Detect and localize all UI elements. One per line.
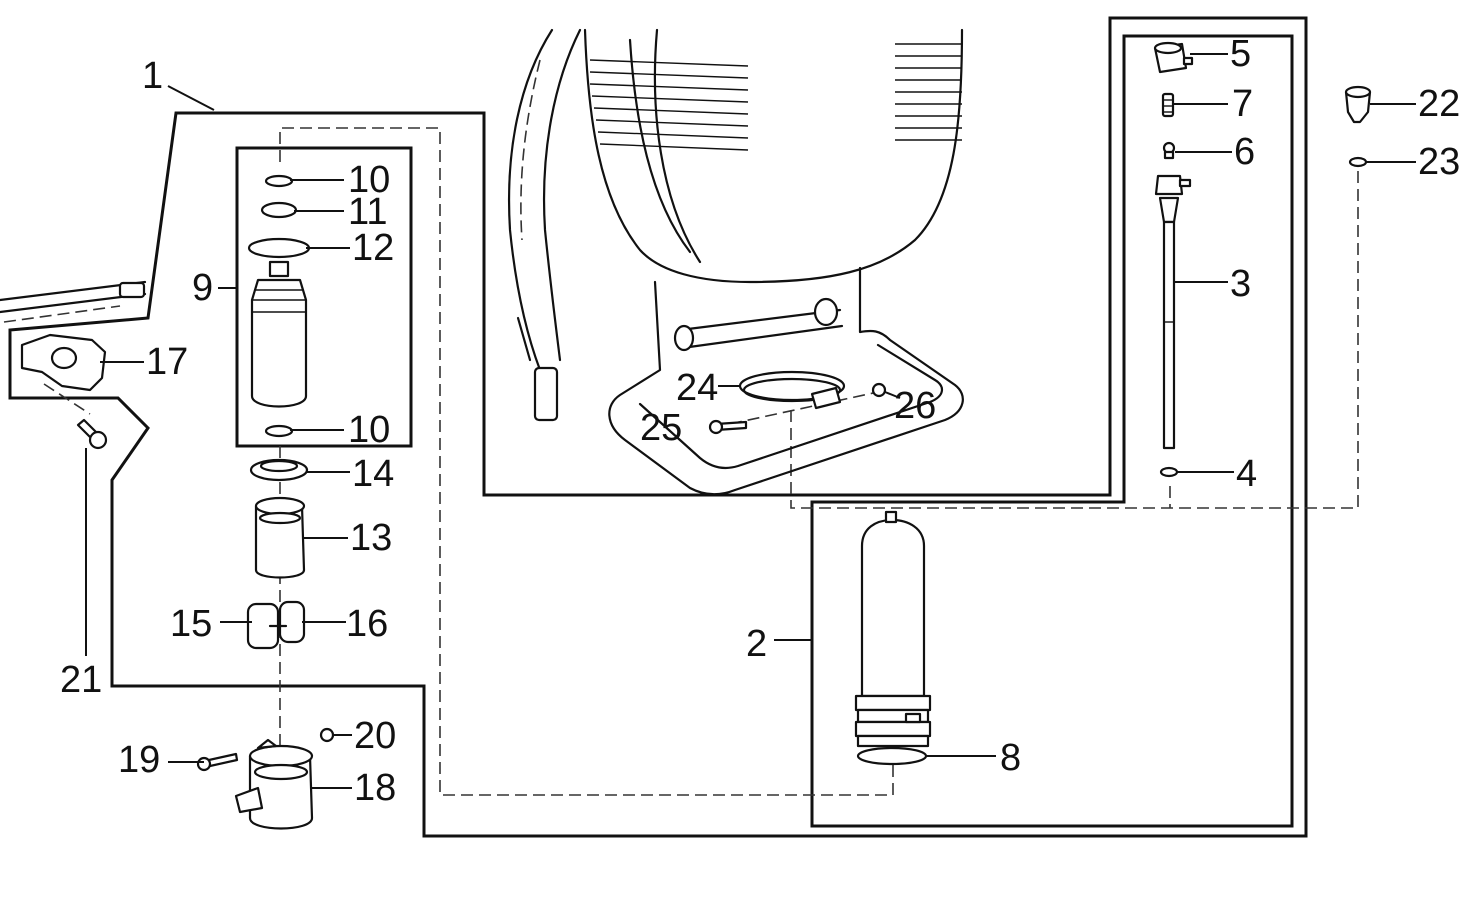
callout-2: 2 bbox=[746, 623, 767, 665]
part-13-cup bbox=[254, 496, 306, 579]
part-3-dip-tube bbox=[1154, 174, 1192, 450]
callout-16: 16 bbox=[346, 603, 388, 645]
callout-21: 21 bbox=[60, 659, 102, 701]
part-6-ball-valve bbox=[1162, 141, 1176, 160]
part-7-spring bbox=[1161, 92, 1175, 118]
part-23-o-ring bbox=[1348, 156, 1368, 168]
part-26-nut bbox=[871, 382, 887, 398]
part-20-nut bbox=[319, 727, 335, 743]
part-9-pump-cylinder bbox=[250, 260, 308, 408]
callout-14: 14 bbox=[352, 453, 394, 495]
sprayer-tank-illustration bbox=[507, 28, 964, 496]
part-8-o-ring bbox=[856, 746, 928, 766]
assembly-line-clamp bbox=[729, 391, 879, 425]
callout-6: 6 bbox=[1234, 131, 1255, 173]
assembly-line-handle bbox=[43, 383, 91, 415]
assembly-line-tank bbox=[790, 168, 1359, 509]
part-10-washer-bottom bbox=[264, 424, 294, 438]
group-frame-9 bbox=[235, 146, 413, 448]
callout-22: 22 bbox=[1418, 83, 1460, 125]
callout-10-bottom: 10 bbox=[348, 409, 390, 451]
callout-17: 17 bbox=[146, 341, 188, 383]
group-frame-1 bbox=[8, 16, 1308, 838]
callout-18: 18 bbox=[354, 767, 396, 809]
part-11-o-ring bbox=[260, 201, 298, 219]
callout-1: 1 bbox=[142, 55, 163, 97]
callout-3: 3 bbox=[1230, 263, 1251, 305]
part-2-pressure-chamber bbox=[854, 510, 932, 748]
callout-13: 13 bbox=[350, 517, 392, 559]
callout-9: 9 bbox=[192, 267, 213, 309]
callout-20: 20 bbox=[354, 715, 396, 757]
part-4-washer bbox=[1159, 466, 1179, 478]
callout-4: 4 bbox=[1236, 453, 1257, 495]
part-21-bolt bbox=[76, 418, 108, 450]
part-25-screw bbox=[708, 419, 748, 435]
callout-24: 24 bbox=[676, 367, 718, 409]
callout-23: 23 bbox=[1418, 141, 1460, 183]
part-18-pump-housing bbox=[234, 738, 314, 830]
group-frame-2 bbox=[810, 34, 1294, 828]
leader-lines bbox=[85, 53, 1416, 789]
part-24-clamp bbox=[738, 370, 846, 410]
callout-10-top: 10 bbox=[348, 159, 390, 201]
part-12-seal-ring bbox=[247, 237, 311, 259]
part-17-handle-bracket bbox=[0, 280, 147, 392]
callout-25: 25 bbox=[640, 407, 682, 449]
part-22-plug bbox=[1344, 85, 1372, 124]
callout-7: 7 bbox=[1232, 83, 1253, 125]
part-10-washer-top bbox=[264, 174, 294, 188]
callout-5: 5 bbox=[1230, 33, 1251, 75]
part-14-gasket bbox=[249, 458, 309, 482]
callout-12: 12 bbox=[352, 227, 394, 269]
part-15-16-valve-clip bbox=[246, 600, 306, 650]
callout-19: 19 bbox=[118, 739, 160, 781]
callout-11: 11 bbox=[348, 191, 387, 233]
callout-8: 8 bbox=[1000, 737, 1021, 779]
callout-15: 15 bbox=[170, 603, 212, 645]
assembly-line-main bbox=[279, 127, 894, 796]
part-5-cap-fitting bbox=[1153, 41, 1194, 74]
callout-26: 26 bbox=[894, 385, 936, 427]
